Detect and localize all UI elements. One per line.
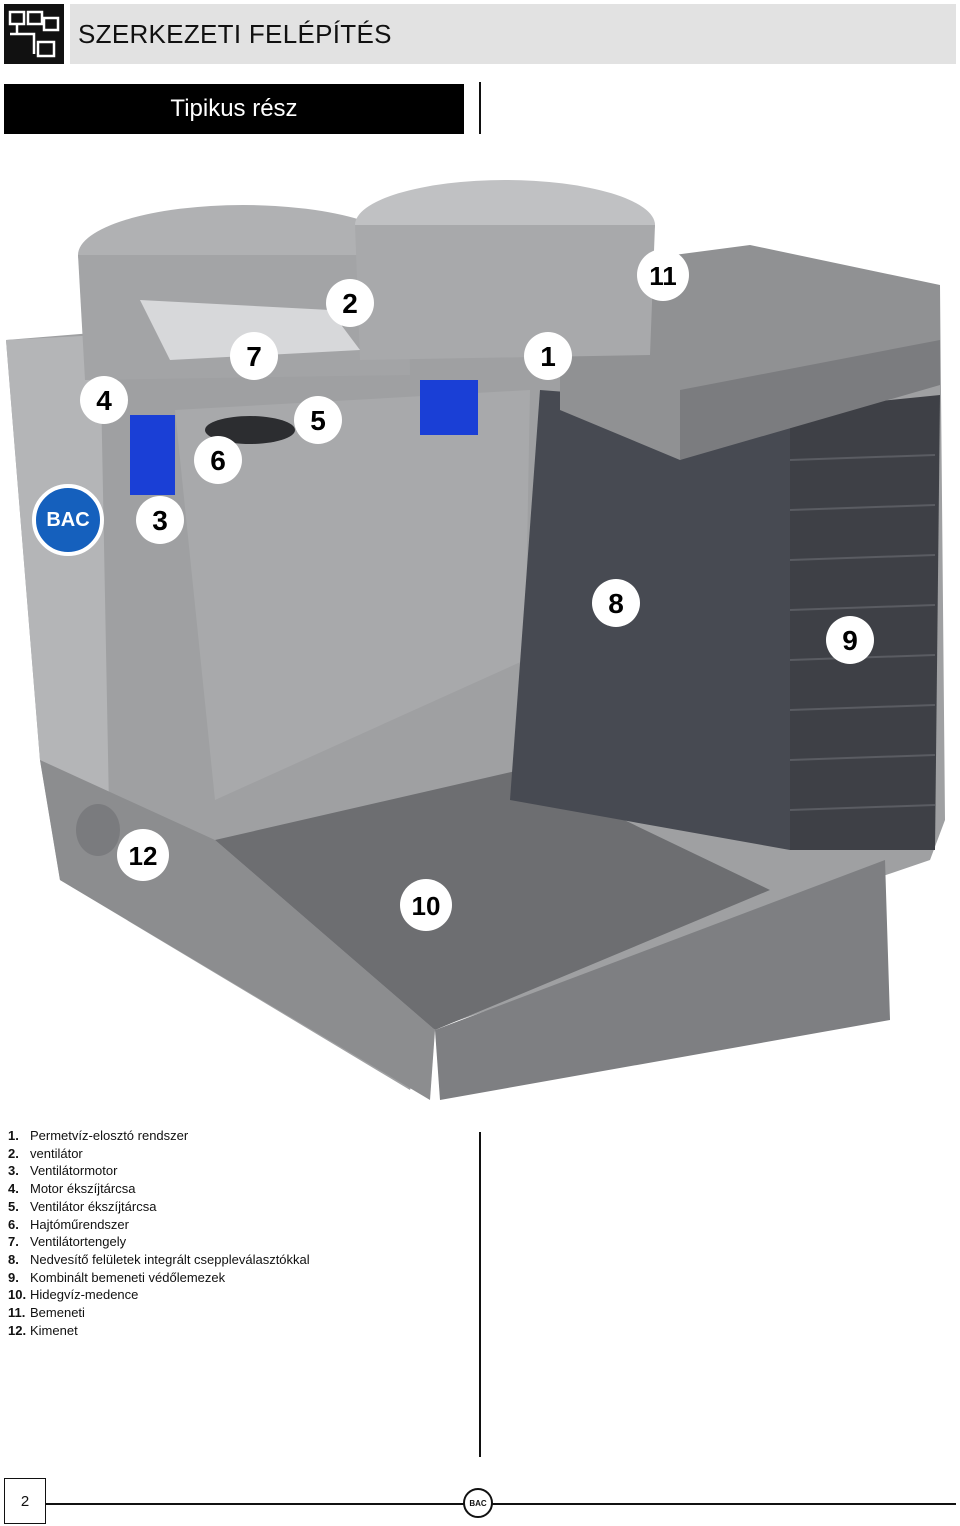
svg-text:3: 3 <box>152 505 168 536</box>
legend-item: 4.Motor ékszíjtárcsa <box>8 1181 136 1197</box>
page-title-bar: SZERKEZETI FELÉPÍTÉS <box>70 4 956 64</box>
fan-motor-left <box>130 415 175 495</box>
legend-item: 2.ventilátor <box>8 1145 83 1161</box>
legend-item: 8.Nedvesítő felületek integrált csepplev… <box>8 1251 310 1267</box>
outlet-pipe <box>76 804 120 856</box>
callout-10: 10 <box>400 879 452 931</box>
page-number-box: 2 <box>4 1478 46 1524</box>
callout-11: 11 <box>637 249 689 301</box>
callout-9: 9 <box>826 616 874 664</box>
svg-text:7: 7 <box>246 341 262 372</box>
svg-text:5: 5 <box>310 405 326 436</box>
page-number: 2 <box>20 1492 30 1510</box>
fan-sheave <box>205 416 295 444</box>
fan-stack-right-wall <box>355 225 655 360</box>
company-logo-icon <box>8 10 60 58</box>
fan-motor-right <box>420 380 478 435</box>
component-legend: 1.Permetvíz-elosztó rendszer 2.ventiláto… <box>8 1127 310 1339</box>
callout-7: 7 <box>230 332 278 380</box>
footer-rule <box>46 1503 956 1505</box>
callout-4: 4 <box>80 376 128 424</box>
legend-item: 6.Hajtóműrendszer <box>8 1216 129 1232</box>
legend-item: 1.Permetvíz-elosztó rendszer <box>8 1128 189 1143</box>
svg-text:2: 2 <box>342 288 358 319</box>
company-logo <box>4 4 64 64</box>
svg-text:4: 4 <box>96 385 112 416</box>
callout-markers: 1 2 3 4 5 6 7 8 9 10 11 12 <box>80 249 874 931</box>
page-title: SZERKEZETI FELÉPÍTÉS <box>78 18 392 49</box>
legend-item: 11.Bemeneti <box>8 1305 85 1321</box>
svg-text:8: 8 <box>608 588 624 619</box>
section-heading-bar: Tipikus rész <box>4 84 464 134</box>
callout-6: 6 <box>194 436 242 484</box>
fan-blades <box>140 300 360 360</box>
bac-badge-text: BAC <box>46 509 89 531</box>
callout-3: 3 <box>136 496 184 544</box>
svg-text:1: 1 <box>540 341 556 372</box>
svg-text:12: 12 <box>129 841 158 871</box>
inner-wall <box>175 390 530 800</box>
svg-text:9: 9 <box>842 625 858 656</box>
callout-8: 8 <box>592 579 640 627</box>
legend-item: 9.Kombinált bemeneti védőlemezek <box>8 1269 226 1285</box>
basin-floor <box>215 770 770 1030</box>
casing-left-panel <box>6 335 110 860</box>
fill-pack <box>510 390 800 850</box>
legend-item: 10.Hidegvíz-medence <box>8 1287 139 1303</box>
callout-5: 5 <box>294 396 342 444</box>
section-heading: Tipikus rész <box>170 95 298 122</box>
svg-text:6: 6 <box>210 445 226 476</box>
callout-1: 1 <box>524 332 572 380</box>
legend-item: 12.Kimenet <box>8 1322 78 1338</box>
callout-2: 2 <box>326 279 374 327</box>
legend-item: 5.Ventilátor ékszíjtárcsa <box>8 1198 157 1214</box>
svg-text:11: 11 <box>649 261 677 291</box>
footer-bac-logo: BAC <box>463 1488 493 1518</box>
inlet-header <box>680 340 940 460</box>
callout-12: 12 <box>117 829 169 881</box>
legend-item: 7.Ventilátortengely <box>8 1234 127 1250</box>
svg-text:10: 10 <box>412 891 441 921</box>
bac-badge <box>32 484 104 556</box>
column-divider-top <box>479 82 481 134</box>
column-divider <box>479 1132 481 1457</box>
legend-item: 3.Ventilátormotor <box>8 1163 118 1179</box>
louver-grid <box>789 454 936 811</box>
footer-logo-text: BAC <box>469 1498 487 1508</box>
cooling-tower-illustration: BAC 1 2 3 4 5 6 7 8 9 10 11 12 <box>6 180 945 1100</box>
right-lower-panel <box>435 860 890 1100</box>
